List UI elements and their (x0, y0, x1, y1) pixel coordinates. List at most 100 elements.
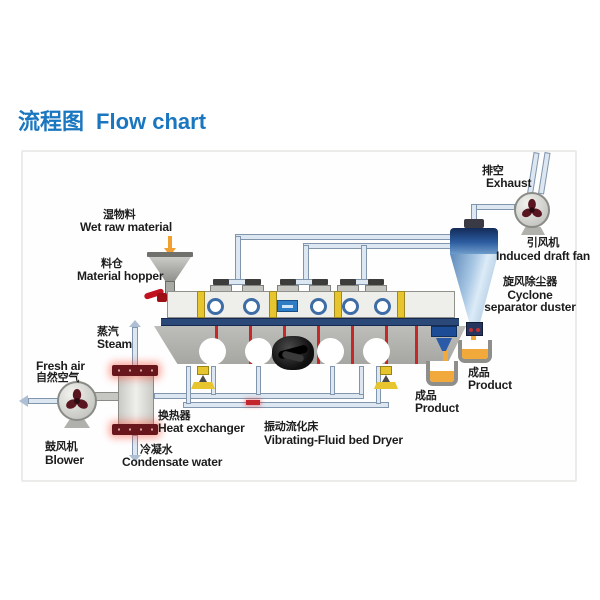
heat-exchanger-body (118, 374, 154, 426)
label-wet-raw-material-en: Wet raw material (80, 220, 172, 234)
pipe-header-upper (235, 234, 455, 240)
pipe-cyclone-to-fan-v (471, 204, 477, 220)
product-fill (462, 349, 488, 359)
label-cyclone-product-en: Product (468, 378, 512, 392)
dryer-opening (317, 338, 344, 365)
induced-draft-fan-base (521, 227, 545, 235)
sight-glass (207, 298, 224, 315)
spring-foot-cone (382, 375, 390, 382)
label-condensate-en: Condensate water (122, 455, 223, 469)
dryer-port-cap (213, 279, 229, 285)
label-heat-exchanger-en: Heat exchanger (158, 421, 245, 435)
label-induced-draft-fan: 引风机 Induced draft fan (490, 237, 596, 262)
heat-exchanger-bottom-flange (112, 424, 158, 435)
label-dryer-product-zh: 成品 (415, 390, 437, 402)
spring-foot-block (380, 366, 392, 375)
cyclone-top-flange (464, 219, 484, 228)
dryer-product-container (426, 361, 458, 386)
spring-foot-base (374, 382, 398, 389)
cyclone-barrel (450, 228, 498, 254)
condensate-pipe-tip (129, 455, 141, 462)
dryer-port-cap (280, 279, 296, 285)
pipe-condensate (132, 435, 138, 456)
label-exhaust-zh: 排空 (482, 165, 504, 177)
label-steam-zh: 蒸汽 (97, 326, 119, 338)
label-material-hopper-zh: 料仓 (101, 258, 123, 270)
pipe-riser-2 (303, 245, 309, 282)
label-blower-en: Blower (45, 453, 84, 467)
pipe-riser-1 (235, 236, 241, 282)
spring-foot-cone (199, 375, 207, 382)
vibration-rod (415, 326, 418, 364)
spring-foot-base (191, 382, 215, 389)
sight-glass (342, 298, 359, 315)
feed-arrow (168, 236, 172, 249)
dryer-product-stream (443, 350, 448, 363)
label-cyclone-zh: 旋风除尘器 (503, 276, 557, 288)
dryer-port-cap (368, 279, 384, 285)
dryer-post (397, 291, 405, 318)
manifold-red-accent (246, 400, 260, 405)
steam-pipe-tip (129, 320, 141, 327)
dryer-port-cap (312, 279, 328, 285)
page-title: 流程图 Flow chart (18, 104, 206, 136)
induced-draft-fan-icon (521, 198, 543, 218)
label-cyclone: 旋风除尘器 Cyclone separator duster (478, 276, 582, 314)
hopper-rim (147, 252, 193, 257)
dryer-port-cap (340, 279, 356, 285)
pipe-blower-inlet (28, 398, 60, 404)
product-fill (430, 371, 454, 382)
label-cyclone-en2: separator duster (484, 300, 576, 314)
pipe-manifold-outer (183, 402, 389, 408)
blower-fan-icon (66, 388, 88, 409)
dryer-post (197, 291, 205, 318)
label-cyclone-product-zh: 成品 (468, 367, 490, 379)
label-wet-raw-material-zh: 湿物料 (103, 209, 136, 221)
valve-dot (476, 328, 480, 332)
page-title-zh: 流程图 (18, 109, 85, 134)
label-cyclone-en1: Cyclone (507, 287, 553, 302)
dryer-opening (363, 338, 390, 365)
valve-dot (469, 328, 473, 332)
label-condensate-zh: 冷凝水 (140, 444, 173, 456)
dryer-blue-stripe (161, 318, 459, 326)
pipe-manifold-v3 (330, 366, 335, 395)
badge-line (282, 305, 293, 308)
label-fresh-air-en: Fresh air (36, 359, 85, 373)
label-induced-draft-fan-zh: 引风机 (526, 237, 560, 249)
feed-valve-body (157, 293, 167, 302)
sight-glass (374, 298, 391, 315)
label-heat-exchanger-zh: 换热器 (158, 410, 191, 422)
vibration-rod (351, 326, 354, 364)
dryer-post (269, 291, 277, 318)
sight-glass (243, 298, 260, 315)
blower-base (64, 420, 90, 428)
label-steam-en: Steam (97, 337, 133, 351)
label-fresh-air-zh: 自然空气 (36, 372, 80, 384)
blower-inlet-tip (19, 395, 28, 407)
pipe-manifold-v2 (256, 366, 261, 395)
spring-foot-block (197, 366, 209, 375)
dryer-control-badge (277, 300, 298, 312)
pipe-manifold-v-outer-l (186, 366, 191, 404)
sight-glass (310, 298, 327, 315)
label-dryer-product-en: Product (415, 401, 459, 415)
vibration-motor (272, 336, 314, 370)
dryer-post (334, 291, 342, 318)
discharge-chute-box (431, 326, 457, 337)
pipe-riser-3 (361, 245, 367, 282)
label-dryer-en: Vibrating-Fluid bed Dryer (264, 433, 403, 447)
cyclone-rotary-valve (466, 322, 483, 336)
label-induced-draft-fan-en: Induced draft fan (496, 248, 590, 263)
label-dryer-zh: 振动流化床 (264, 421, 318, 433)
pipe-manifold-v4 (359, 366, 364, 395)
label-blower-zh: 鼓风机 (45, 441, 78, 453)
pipe-cyclone-to-fan-h (474, 204, 515, 210)
dryer-port-cap (245, 279, 261, 285)
pipe-manifold-v1 (211, 366, 216, 395)
page-title-en: Flow chart (96, 109, 207, 134)
pipe-header-lower (303, 243, 453, 249)
dryer-opening (245, 338, 272, 365)
dryer-opening (199, 338, 226, 365)
